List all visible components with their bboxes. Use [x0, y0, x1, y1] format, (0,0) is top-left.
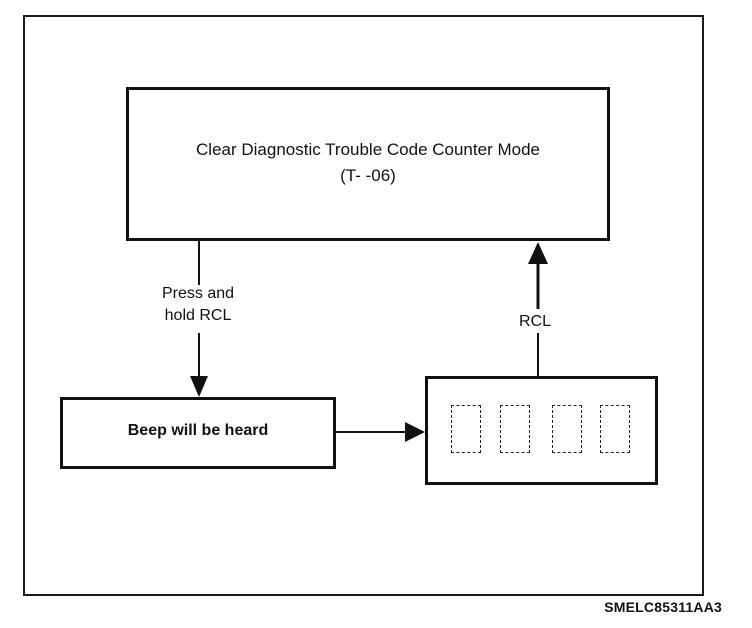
beep-label: Beep will be heard	[127, 422, 269, 439]
digit-display-box	[425, 376, 658, 485]
rcl-label: RCL	[518, 313, 551, 330]
press-and-hold-rcl-label: Press and hold RCL	[150, 283, 246, 327]
press-label-line2: hold RCL	[164, 307, 232, 324]
mode-title: Clear Diagnostic Trouble Code Counter Mo…	[196, 140, 540, 159]
diagram-frame	[23, 15, 704, 596]
clear-dtc-counter-mode-box: Clear Diagnostic Trouble Code Counter Mo…	[126, 87, 610, 241]
mode-code: (T- -06)	[340, 166, 396, 185]
beep-box: Beep will be heard	[60, 397, 336, 469]
press-label-line1: Press and	[161, 285, 235, 302]
figure-code: SMELC85311AA3	[604, 599, 722, 615]
display-digit	[451, 405, 481, 453]
display-digit	[600, 405, 630, 453]
display-digit	[500, 405, 530, 453]
display-digit	[552, 405, 582, 453]
